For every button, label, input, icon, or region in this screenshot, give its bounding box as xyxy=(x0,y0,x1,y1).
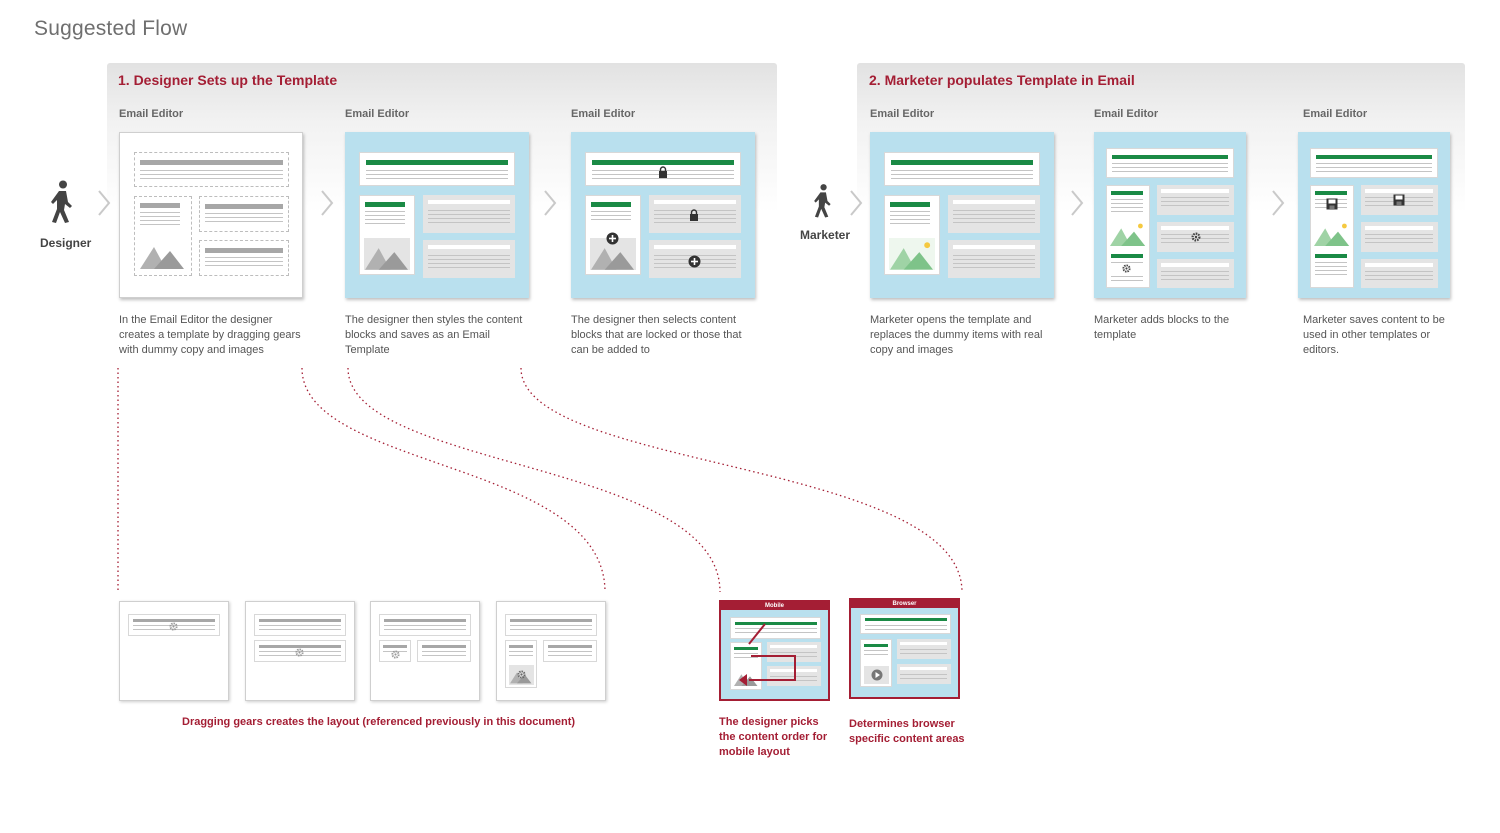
populated-template-mock xyxy=(870,132,1054,298)
chevron-right-icon xyxy=(850,190,863,216)
left-column-block xyxy=(1106,185,1150,288)
gear-icon xyxy=(517,670,526,679)
left-column-block xyxy=(134,196,192,276)
right-top-block xyxy=(1361,185,1438,215)
step-4-label: Email Editor xyxy=(870,108,935,120)
save-icon xyxy=(1393,194,1405,206)
browser-device-label: Browser xyxy=(851,600,958,608)
page-title: Suggested Flow xyxy=(34,17,188,40)
right-bottom-block xyxy=(423,240,515,278)
chevron-right-icon xyxy=(1272,190,1285,216)
step-3-description: The designer then selects content blocks… xyxy=(571,314,742,356)
phase-2-title: 2. Marketer populates Template in Email xyxy=(869,72,1135,88)
left-column-block xyxy=(359,195,415,275)
right-top-block xyxy=(1157,185,1234,215)
styled-template-mock xyxy=(345,132,529,298)
lock-icon xyxy=(690,209,698,221)
saved-content-mock xyxy=(1298,132,1450,298)
left-column-block xyxy=(884,195,940,275)
play-icon xyxy=(871,669,883,681)
mobile-device-label: Mobile xyxy=(721,602,828,610)
connector-line xyxy=(301,367,606,593)
added-blocks-mock xyxy=(1094,132,1246,298)
gear-icon xyxy=(391,650,400,659)
image-icon xyxy=(140,247,184,269)
walking-person-icon xyxy=(51,180,72,223)
gear-icon xyxy=(295,648,304,657)
chevron-right-icon xyxy=(544,190,557,216)
image-icon xyxy=(1110,223,1146,246)
gear-layout-1 xyxy=(119,601,229,701)
right-bottom-block xyxy=(199,240,289,276)
step-2-description: The designer then styles the content blo… xyxy=(345,314,523,356)
phase-1-title: 1. Designer Sets up the Template xyxy=(118,72,338,88)
header-block xyxy=(1310,148,1438,178)
image-icon xyxy=(1314,223,1350,246)
header-block xyxy=(884,152,1040,186)
designer-label: Designer xyxy=(40,236,92,250)
mobile-preview: Mobile xyxy=(719,600,830,701)
step-2-label: Email Editor xyxy=(345,108,410,120)
gear-icon xyxy=(1191,232,1201,242)
header-block xyxy=(1106,148,1234,178)
image-icon xyxy=(365,248,409,270)
right-bottom-block xyxy=(1361,259,1438,288)
chevron-right-icon xyxy=(1071,190,1084,216)
step-5-description: Marketer adds blocks to the template xyxy=(1094,314,1230,341)
right-bottom-block xyxy=(649,240,741,278)
image-icon xyxy=(510,672,532,684)
lock-icon xyxy=(659,166,667,178)
locked-blocks-mock xyxy=(571,132,755,298)
step-1-description: In the Email Editor the designer creates… xyxy=(119,314,301,356)
step-6-description: Marketer saves content to be used in oth… xyxy=(1303,314,1445,356)
step-6-label: Email Editor xyxy=(1303,108,1368,120)
right-top-block xyxy=(199,196,289,232)
mobile-caption: The designer picks the content order for… xyxy=(719,716,828,758)
gear-layout-2 xyxy=(245,601,355,701)
step-1-label: Email Editor xyxy=(119,108,184,120)
right-top-block xyxy=(649,195,741,233)
plus-circle-icon xyxy=(606,232,619,245)
gear-icon xyxy=(1122,264,1131,273)
curved-arrow-icon xyxy=(739,623,796,686)
gears-caption: Dragging gears creates the layout (refer… xyxy=(182,716,576,728)
right-middle-block xyxy=(1361,222,1438,252)
image-icon xyxy=(890,242,934,270)
right-top-block xyxy=(423,195,515,233)
marketer-label: Marketer xyxy=(800,228,851,242)
connector-line xyxy=(347,367,721,593)
left-column-block xyxy=(585,195,641,275)
step-5-label: Email Editor xyxy=(1094,108,1159,120)
walking-person-icon xyxy=(814,184,831,218)
image-icon xyxy=(591,248,635,270)
right-middle-block xyxy=(1157,222,1234,252)
browser-caption: Determines browser specific content area… xyxy=(849,718,965,745)
gear-layout-4 xyxy=(496,601,606,701)
header-block xyxy=(134,152,289,187)
gear-icon xyxy=(169,622,178,631)
browser-preview: Browser xyxy=(849,598,960,699)
left-column-block xyxy=(1310,185,1354,288)
step-4-description: Marketer opens the template and replaces… xyxy=(870,314,1043,356)
save-icon xyxy=(1326,198,1338,210)
step-3-label: Email Editor xyxy=(571,108,636,120)
chevron-right-icon xyxy=(98,190,111,216)
right-bottom-block xyxy=(948,240,1040,278)
chevron-right-icon xyxy=(321,190,334,216)
header-block xyxy=(585,152,741,186)
right-bottom-block xyxy=(1157,259,1234,288)
gear-layout-3 xyxy=(370,601,480,701)
right-top-block xyxy=(948,195,1040,233)
template-wireframe-mock xyxy=(119,132,303,298)
header-block xyxy=(359,152,515,186)
connector-line xyxy=(520,367,963,593)
plus-circle-icon xyxy=(688,255,701,268)
